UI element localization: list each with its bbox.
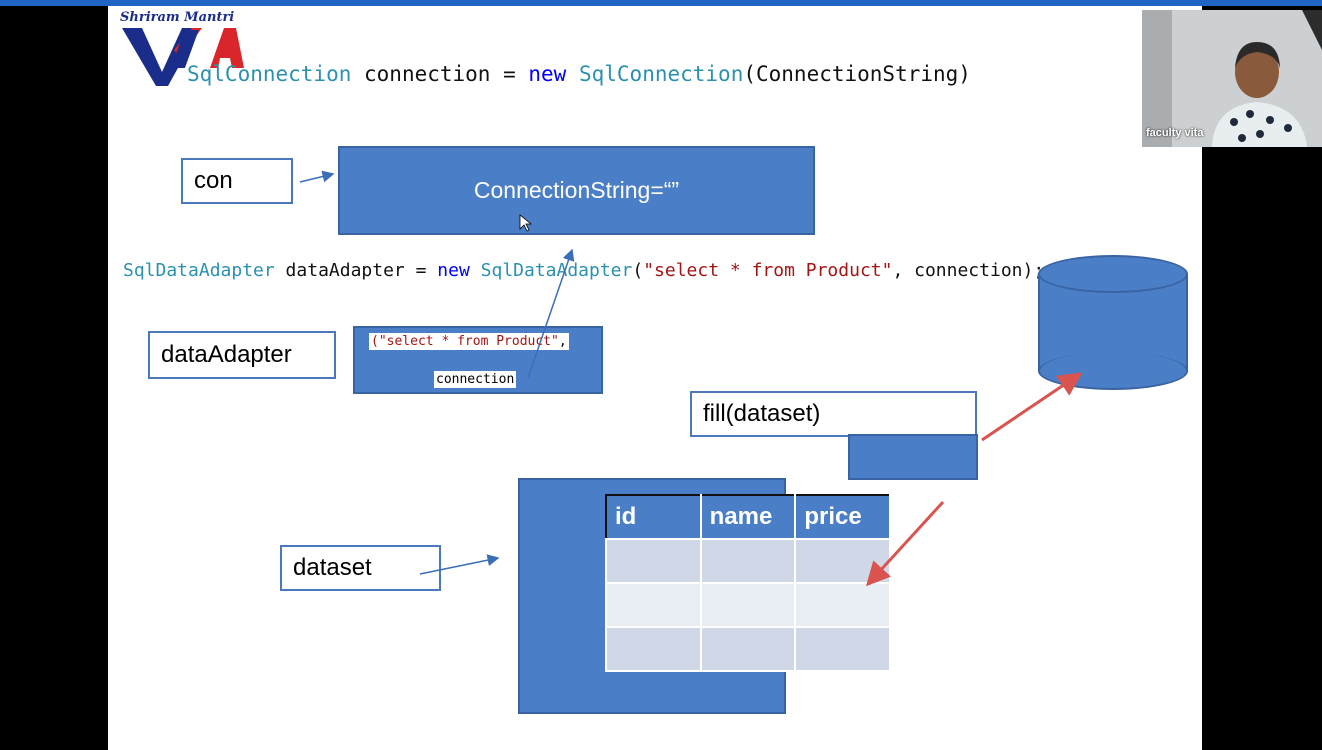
table-cell (605, 626, 702, 672)
code-token: (ConnectionString) (743, 62, 971, 86)
table-cell (605, 538, 702, 584)
dataset-label-box: dataset (280, 545, 441, 591)
code-token: ( (632, 260, 644, 281)
code-token: dataAdapter = (274, 260, 438, 281)
arrow-con-to-connection (299, 170, 335, 183)
table-cell (699, 582, 797, 628)
code-token: SqlConnection (578, 62, 744, 86)
con-label-box: con (181, 158, 293, 204)
table-cell (794, 626, 891, 672)
table-cell (794, 582, 891, 628)
adapter-query: ("select * from Product" (371, 334, 559, 349)
code-token: "select * from Product" (643, 260, 893, 281)
database-cylinder-top (1038, 255, 1188, 293)
table-header-name: name (700, 495, 797, 539)
code-token (566, 62, 579, 86)
code-token: , connection); (892, 260, 1045, 281)
code-token: connection = (351, 62, 529, 86)
table-header-id: id (606, 495, 702, 539)
fill-blue-box (848, 434, 978, 480)
participant-video-tile[interactable]: faculty vita (1142, 10, 1322, 147)
table-cell (699, 626, 797, 672)
code-token: SqlDataAdapter (123, 260, 275, 281)
logo-text: Shriram Mantri (120, 10, 235, 25)
data-table: id name price (605, 494, 891, 672)
code-token (470, 260, 481, 281)
adapter-query-comma: , (558, 334, 567, 349)
data-adapter-box: ("select * from Product", connection (353, 326, 603, 394)
table-cell (605, 582, 702, 628)
table-header-row: id name price (606, 495, 891, 539)
code-token: new (437, 260, 470, 281)
table-cell (699, 538, 797, 584)
table-row (605, 582, 891, 628)
data-adapter-label: dataAdapter (161, 341, 292, 368)
code-token: new (528, 62, 567, 86)
code-token: SqlConnection (187, 62, 352, 86)
table-header-price: price (795, 495, 891, 539)
dataset-label: dataset (293, 554, 372, 581)
data-adapter-label-box: dataAdapter (148, 331, 336, 379)
adapter-connection-text: connection (434, 371, 517, 388)
con-label: con (194, 167, 233, 194)
code-token: SqlDataAdapter (480, 260, 633, 281)
table-cell (794, 538, 891, 584)
fill-label: fill(dataset) (703, 400, 821, 427)
vita-logo: Shriram Mantri (120, 10, 244, 90)
table-row (605, 538, 891, 584)
vita-logo-graphic (122, 28, 244, 86)
top-accent-bar (0, 0, 1322, 6)
connection-string-label: ConnectionString=“” (473, 177, 680, 203)
participant-video-image (1142, 10, 1322, 147)
adapter-query-text: ("select * from Product", (369, 333, 569, 350)
connection-string-box: ConnectionString=“” (338, 146, 815, 235)
database-cylinder-bottom (1038, 352, 1188, 390)
table-row (605, 626, 891, 672)
presentation-slide: Shriram Mantri SqlConnection connection … (108, 6, 1202, 750)
participant-name-label: faculty vita (1146, 127, 1204, 139)
code-line-sqldataadapter: SqlDataAdapter dataAdapter = new SqlData… (123, 260, 1044, 281)
fill-label-box: fill(dataset) (690, 391, 977, 437)
code-line-sqlconnection: SqlConnection connection = new SqlConnec… (187, 62, 971, 86)
